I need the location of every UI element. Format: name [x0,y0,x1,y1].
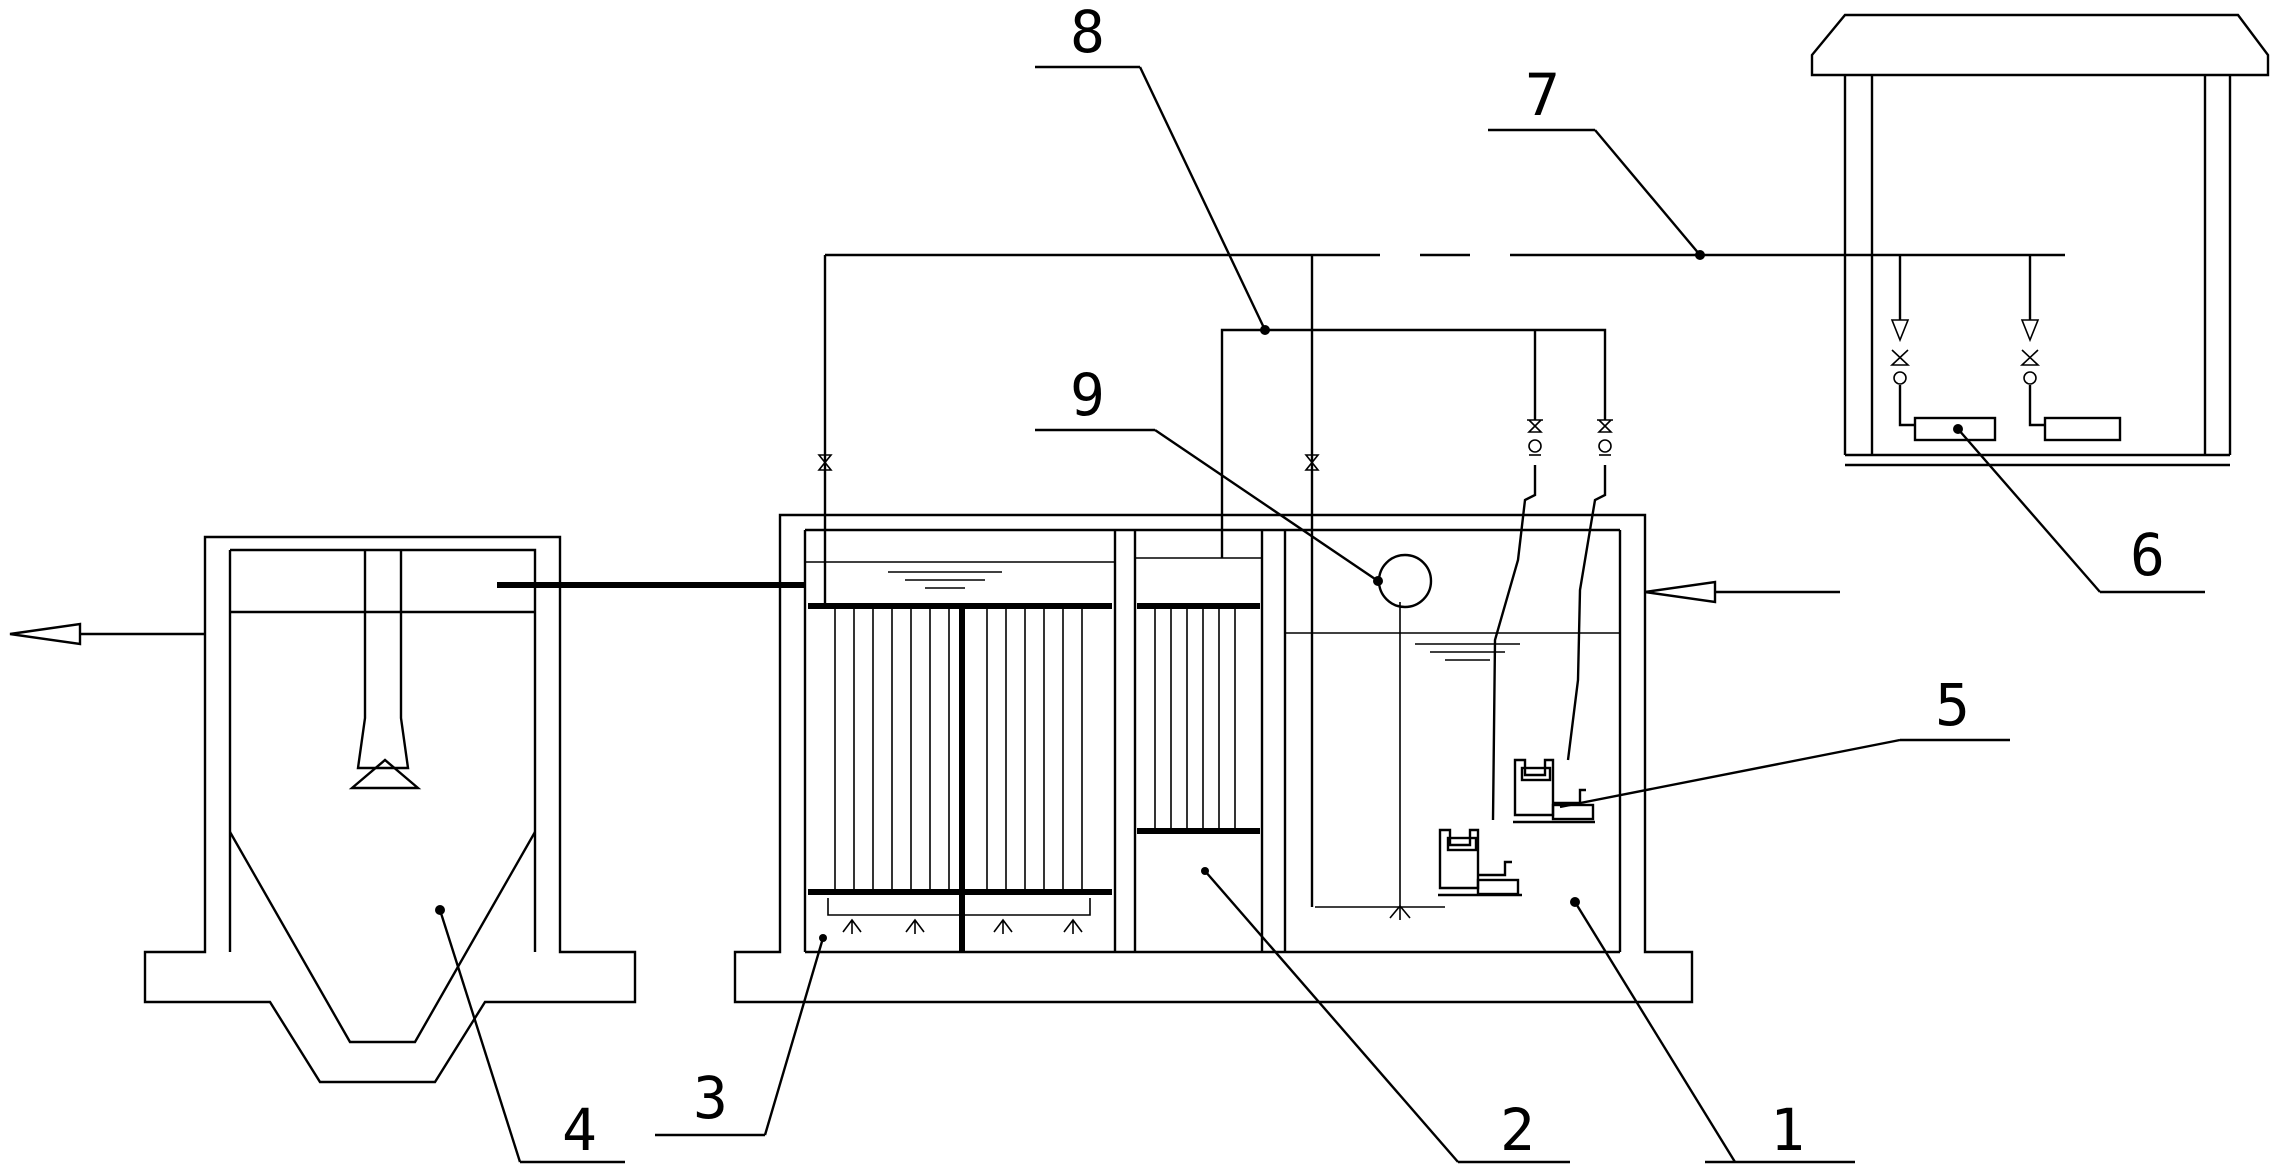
label-5: 5 [1935,671,1970,739]
filter-tank [1135,557,1262,875]
aeration-diffuser [842,918,862,934]
inlet-arrow [1644,580,1840,604]
label-7: 7 [1525,61,1560,129]
submersible-pump [1513,758,1595,824]
label-3: 3 [693,1064,728,1132]
sedimentation-tank [143,535,637,1084]
label-2: 2 [1500,1096,1535,1164]
label-1: 1 [1770,1096,1805,1164]
aeration-diffuser [1063,918,1083,934]
air-pipeline [817,253,2065,907]
blower-house [1810,13,2270,467]
membrane-tank [805,561,1115,952]
aeration-diffuser [993,918,1013,934]
label-9: 9 [1070,361,1105,429]
label-8: 8 [1070,0,1105,66]
main-tank-block [733,513,1694,1004]
aeration-diffuser [905,918,925,934]
label-6: 6 [2130,521,2165,589]
label-4: 4 [562,1096,597,1164]
lift-pipeline [1220,328,1613,821]
submersible-pump [1438,828,1522,897]
leader-lines [438,65,2205,1164]
outlet-arrow [9,622,205,646]
